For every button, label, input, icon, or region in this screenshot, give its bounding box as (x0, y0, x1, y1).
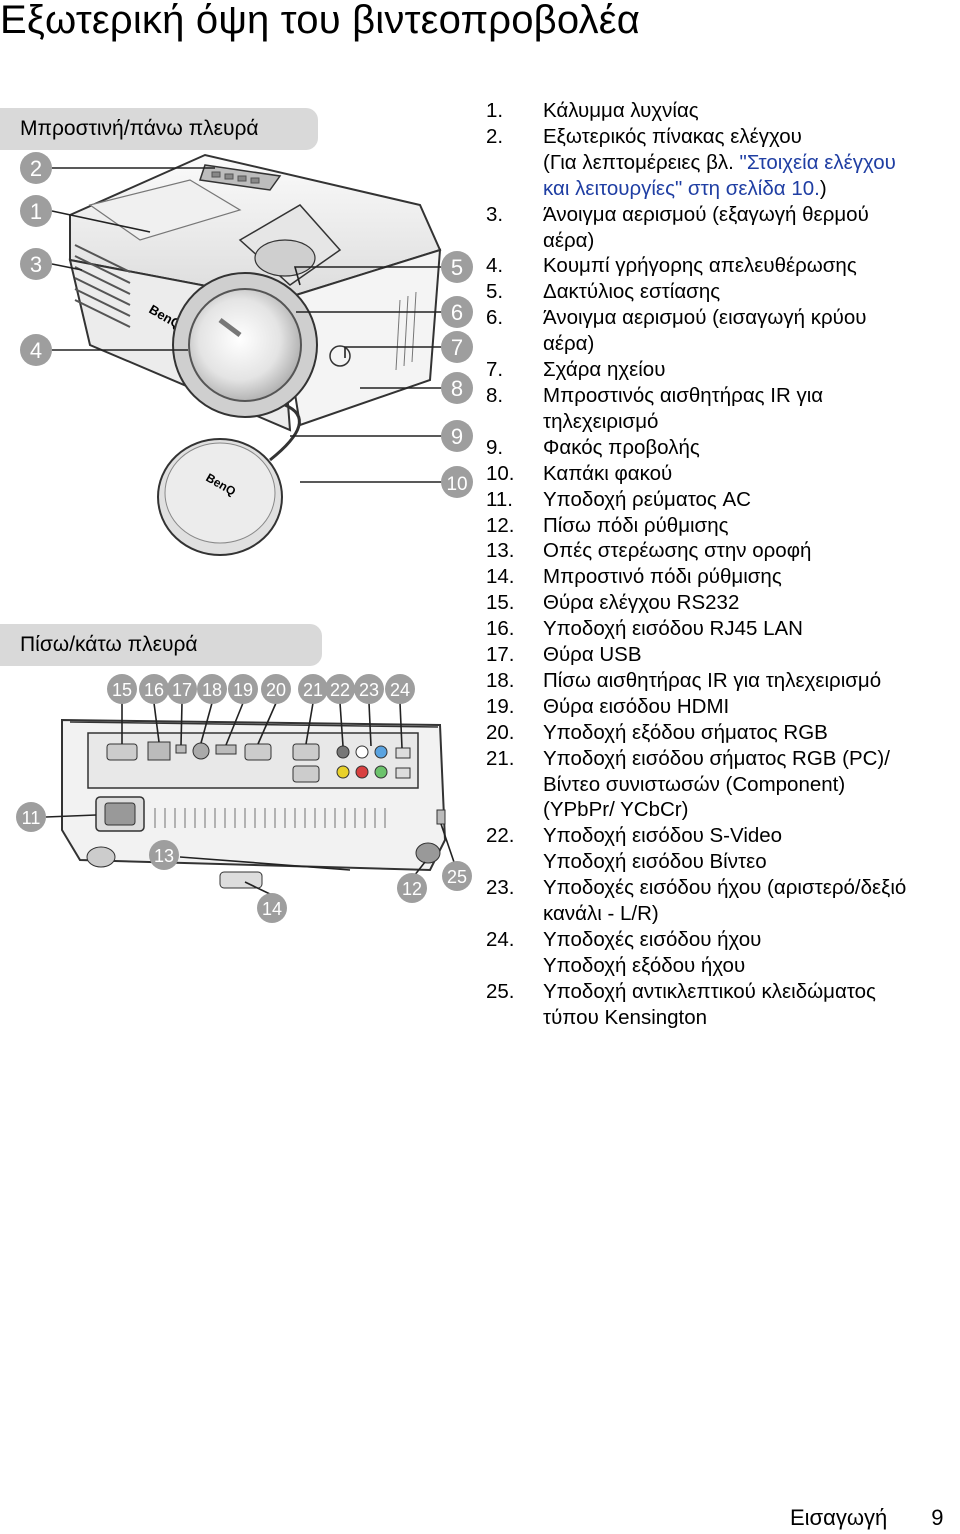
callout-number: 23 (359, 680, 379, 700)
list-item: 13.Οπές στερέωσης στην οροφή (486, 539, 812, 563)
list-item: 18.Πίσω αισθητήρας IR για τηλεχειρισμό (486, 668, 882, 692)
section-label-front-top: Μπροστινή/πάνω πλευρά (0, 108, 318, 150)
list-item: 19.Θύρα εισόδου HDMI (486, 694, 730, 718)
list-item: 8.Μπροστινός αισθητήρας IR για τηλεχειρι… (486, 383, 824, 433)
callout-number: 13 (154, 846, 174, 866)
list-item: 15.Θύρα ελέγχου RS232 (486, 591, 740, 615)
callout-number: 19 (233, 680, 253, 700)
parts-list: 1.Κάλυμμα λυχνίας 2. Εξωτερικός πίνακας … (486, 98, 956, 1031)
callout-number: 17 (172, 680, 192, 700)
list-item: 4.Κουμπί γρήγορης απελευθέρωσης (486, 254, 857, 278)
callout-number: 16 (144, 680, 164, 700)
projector-illustration: BenQ BenQ 2 1 3 4 5 6 7 (16, 152, 473, 923)
projector-rear-view (61, 718, 447, 889)
list-item: 16.Υποδοχή εισόδου RJ45 LAN (486, 617, 803, 641)
list-item: 22.Υποδοχή εισόδου S-Video Υποδοχή εισόδ… (486, 824, 783, 874)
list-item: 21.Υποδοχή εισόδου σήματος RGB (PC)/ Βίν… (486, 746, 890, 822)
cross-reference-link[interactable]: "Στοιχεία ελέγχου και λειτουργίες" στη σ… (543, 150, 896, 200)
callout-number: 21 (303, 680, 323, 700)
rear-callouts: 15 16 17 18 19 20 21 22 23 24 11 13 14 1… (16, 674, 472, 923)
callout-number: 7 (451, 335, 463, 360)
list-item: 2. Εξωτερικός πίνακας ελέγχου (Για λεπτο… (486, 124, 896, 200)
page-number: 9 (931, 1505, 944, 1530)
list-item: 25.Υποδοχή αντικλεπτικού κλειδώματος τύπ… (486, 979, 876, 1029)
section-label-rear-bottom: Πίσω/κάτω πλευρά (0, 624, 322, 666)
list-item: 5.Δακτύλιος εστίασης (486, 280, 721, 304)
list-item: 12.Πίσω πόδι ρύθμισης (486, 513, 729, 537)
callout-number: 4 (30, 338, 42, 363)
callout-number: 18 (202, 680, 222, 700)
list-item: 24.Υποδοχές εισόδου ήχου Υποδοχή εξόδου … (486, 928, 762, 977)
callout-number: 11 (22, 808, 41, 828)
front-callouts: 2 1 3 4 5 6 7 8 9 10 (20, 152, 473, 498)
list-item: 20.Υποδοχή εξόδου σήματος RGB (486, 720, 828, 744)
list-item: 23.Υποδοχές εισόδου ήχου (αριστερό/δεξιό… (486, 876, 907, 926)
callout-number: 20 (266, 680, 286, 700)
callout-number: 5 (451, 255, 463, 280)
list-item: 10.Καπάκι φακού (486, 461, 673, 485)
list-item: 14.Μπροστινό πόδι ρύθμισης (486, 565, 782, 589)
callout-number: 6 (451, 300, 463, 325)
projector-front-view: BenQ BenQ (68, 153, 442, 556)
callout-number: 15 (112, 680, 132, 700)
list-item: 7.Σχάρα ηχείου (486, 358, 666, 382)
callout-number: 10 (446, 474, 467, 495)
list-item: 17.Θύρα USB (486, 643, 642, 667)
callout-number: 14 (262, 899, 282, 919)
callout-number: 1 (30, 199, 42, 224)
callout-number: 12 (402, 879, 422, 899)
list-item: 9.Φακός προβολής (486, 435, 700, 459)
callout-number: 9 (451, 424, 463, 449)
callout-number: 25 (447, 867, 467, 887)
list-item: 6.Άνοιγμα αερισμού (εισαγωγή κρύου αέρα) (486, 306, 867, 356)
page-title: Εξωτερική όψη του βιντεοπροβολέα (0, 0, 641, 42)
callout-number: 24 (390, 680, 410, 700)
callout-number: 3 (30, 252, 42, 277)
callout-number: 2 (30, 156, 42, 181)
callout-number: 22 (330, 680, 350, 700)
list-item: 3.Άνοιγμα αερισμού (εξαγωγή θερμού αέρα) (486, 202, 869, 252)
list-item: 1.Κάλυμμα λυχνίας (486, 99, 699, 122)
footer-section-name: Εισαγωγή (790, 1505, 888, 1530)
callout-number: 8 (451, 376, 463, 401)
list-item: 11.Υποδοχή ρεύματος AC (486, 487, 751, 511)
page-footer: Εισαγωγή 9 (790, 1505, 944, 1531)
